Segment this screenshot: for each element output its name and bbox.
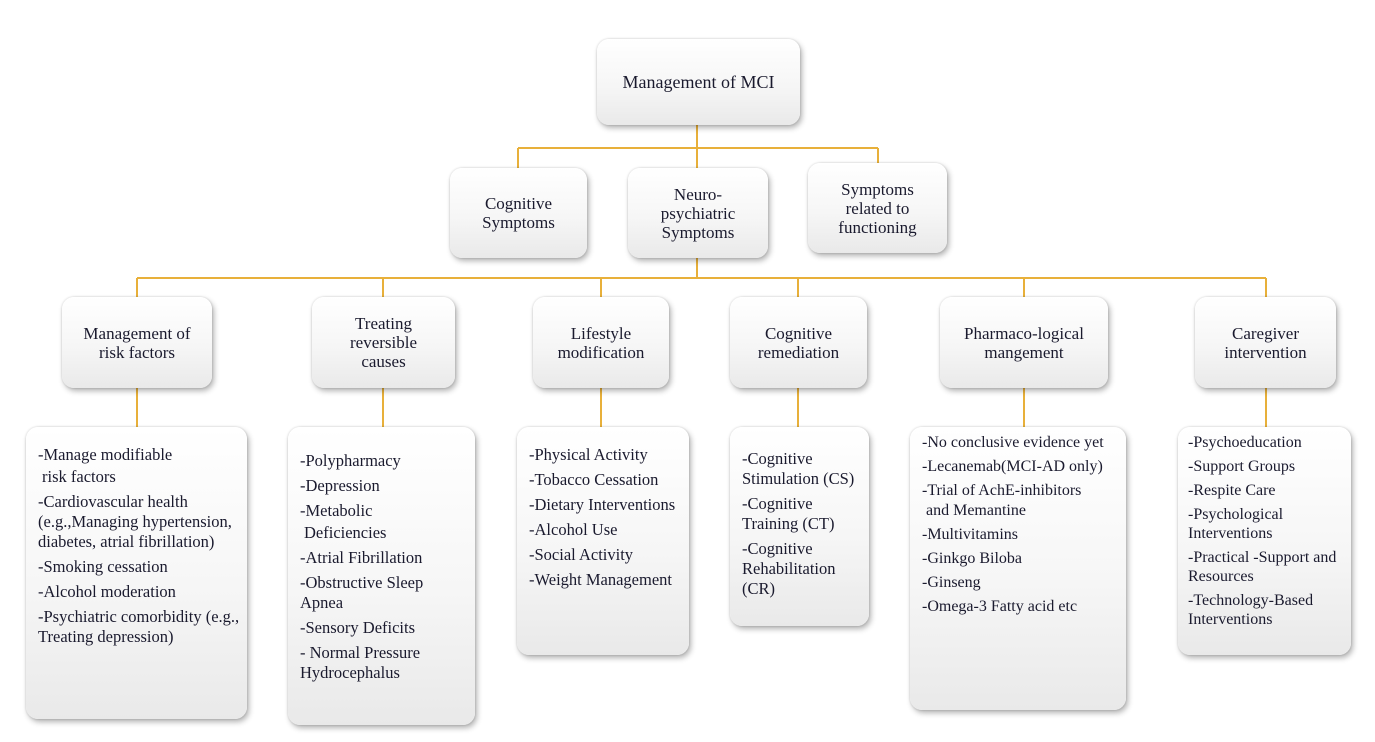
list-item: -Multivitamins	[922, 526, 1018, 543]
strategy-lifestyle-node: Lifestyle modification	[533, 297, 669, 388]
list-item: -Lecanemab(MCI-AD only)	[922, 458, 1103, 475]
list-item: -Psychiatric comorbidity (e.g., Treating…	[38, 607, 240, 646]
strategy-lifestyle-label: Lifestyle modification	[557, 323, 645, 362]
list-item: -Physical Activity	[529, 445, 648, 464]
strategy-reversible-causes-node: Treating reversible causes	[312, 297, 455, 388]
list-item: -Psychological Interventions	[1188, 506, 1284, 542]
list-item: and Memantine	[926, 502, 1026, 519]
list-risk-factors: -Manage modifiable risk factors -Cardiov…	[26, 427, 247, 719]
strategy-risk-factors-node: Management of risk factors	[62, 297, 212, 388]
functioning-symptoms-label: Symptoms related to functioning	[838, 179, 917, 237]
list-caregiver: -Psychoeducation -Support Groups -Respit…	[1178, 427, 1351, 655]
list-item: -Practical -Support and Resources	[1188, 549, 1337, 585]
neuropsychiatric-symptoms-node: Neuro- psychiatric Symptoms	[628, 168, 768, 258]
list-item: -Polypharmacy	[300, 451, 401, 470]
list-lifestyle: -Physical Activity -Tobacco Cessation -D…	[517, 427, 689, 655]
list-item: -No conclusive evidence yet	[922, 434, 1104, 451]
strategy-cognitive-remediation-label: Cognitive remediation	[757, 323, 840, 362]
strategy-reversible-causes-label: Treating reversible causes	[349, 314, 418, 371]
list-item: risk factors	[42, 467, 116, 486]
list-item: -Alcohol moderation	[38, 582, 176, 601]
list-item: -Ginkgo Biloba	[922, 550, 1022, 567]
list-item: -Technology-Based Interventions	[1188, 592, 1314, 628]
list-cognitive-remediation: -Cognitive Stimulation (CS) -Cognitive T…	[730, 427, 869, 626]
list-item: -Cognitive Stimulation (CS)	[742, 449, 855, 488]
neuropsychiatric-symptoms-label: Neuro- psychiatric Symptoms	[660, 184, 736, 242]
strategy-pharmacological-node: Pharmaco-logical mangement	[940, 297, 1108, 388]
cognitive-symptoms-node: Cognitive Symptoms	[450, 168, 587, 258]
root-label: Management of MCI	[622, 71, 775, 92]
list-item: -Dietary Interventions	[529, 495, 676, 514]
list-item: -Respite Care	[1188, 482, 1276, 499]
list-item: -Cardiovascular health (e.g.,Managing hy…	[38, 492, 232, 551]
list-item: -Cognitive Training (CT)	[742, 494, 835, 533]
list-item: -Social Activity	[529, 545, 634, 564]
list-item: -Sensory Deficits	[300, 618, 416, 637]
list-item: - Normal Pressure Hydrocephalus	[300, 643, 421, 682]
list-item: -Weight Management	[529, 570, 672, 589]
strategy-caregiver-label: Caregiver intervention	[1224, 323, 1307, 362]
list-item: -Cognitive Rehabilitation (CR)	[742, 539, 836, 598]
list-item: -Alcohol Use	[529, 520, 618, 539]
strategy-caregiver-node: Caregiver intervention	[1195, 297, 1336, 388]
list-item: -Atrial Fibrillation	[300, 548, 423, 567]
cognitive-symptoms-label: Cognitive Symptoms	[482, 194, 555, 232]
list-item: -Smoking cessation	[38, 557, 168, 576]
functioning-symptoms-node: Symptoms related to functioning	[808, 163, 947, 253]
list-item: -Depression	[300, 476, 380, 495]
list-item: -Support Groups	[1188, 458, 1296, 475]
list-pharmacological: -No conclusive evidence yet -Lecanemab(M…	[910, 427, 1126, 710]
list-item: -Tobacco Cessation	[529, 470, 659, 489]
list-item: Deficiencies	[304, 523, 387, 542]
strategy-cognitive-remediation-node: Cognitive remediation	[730, 297, 867, 388]
list-item: -Obstructive Sleep Apnea	[300, 573, 424, 612]
list-item: -Metabolic	[300, 501, 373, 520]
strategy-risk-factors-label: Management of risk factors	[83, 323, 191, 362]
list-item: -Ginseng	[922, 574, 981, 591]
strategy-pharmacological-label: Pharmaco-logical mangement	[964, 323, 1084, 362]
list-item: -Psychoeducation	[1188, 434, 1302, 451]
root-node: Management of MCI	[597, 39, 800, 125]
list-item: -Omega-3 Fatty acid etc	[922, 598, 1078, 615]
list-item: -Trial of AchE-inhibitors	[922, 482, 1082, 499]
list-item: -Manage modifiable	[38, 445, 173, 464]
list-reversible-causes: -Polypharmacy -Depression -Metabolic Def…	[288, 427, 475, 725]
